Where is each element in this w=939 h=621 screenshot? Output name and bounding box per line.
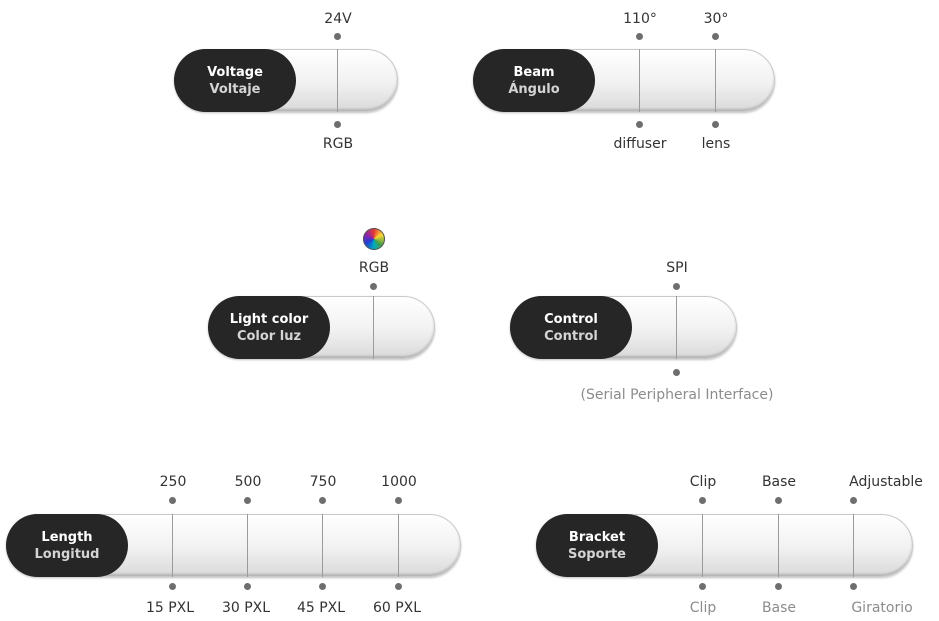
beam-top-dot-2 bbox=[712, 33, 719, 40]
voltage-title-pill: Voltage Voltaje bbox=[174, 49, 296, 112]
control-title-es: Control bbox=[544, 328, 598, 344]
beam-title-es: Ángulo bbox=[508, 81, 560, 97]
control-bottom-dot bbox=[673, 369, 680, 376]
length-bottom-dot-4 bbox=[395, 583, 402, 590]
beam-top-dot-1 bbox=[636, 33, 643, 40]
length-bottom-label-3: 45 PXL bbox=[296, 600, 346, 616]
bracket-top-dot-3 bbox=[850, 497, 857, 504]
bracket-top-dot-1 bbox=[699, 497, 706, 504]
bracket-bottom-dot-2 bbox=[775, 583, 782, 590]
length-bottom-dot-3 bbox=[319, 583, 326, 590]
bracket-bottom-dot-3 bbox=[850, 583, 857, 590]
light-color-title-pill: Light color Color luz bbox=[208, 296, 330, 359]
length-divider-2 bbox=[247, 514, 248, 577]
bracket-top-dot-2 bbox=[775, 497, 782, 504]
length-bottom-label-4: 60 PXL bbox=[372, 600, 422, 616]
light-color-title-en: Light color bbox=[229, 311, 309, 327]
length-top-dot-2 bbox=[244, 497, 251, 504]
bracket-bottom-label-3: Giratorio bbox=[851, 600, 913, 616]
control-top-label: SPI bbox=[666, 260, 688, 276]
bracket-divider-2 bbox=[778, 514, 779, 577]
bracket-divider-1 bbox=[702, 514, 703, 577]
voltage-divider bbox=[337, 49, 338, 112]
control-top-dot bbox=[673, 283, 680, 290]
length-title-pill: Length Longitud bbox=[6, 514, 128, 577]
voltage-top-dot bbox=[334, 33, 341, 40]
beam-divider-1 bbox=[639, 49, 640, 112]
beam-bottom-dot-1 bbox=[636, 121, 643, 128]
light-color-top-label: RGB bbox=[358, 260, 390, 276]
length-divider-3 bbox=[322, 514, 323, 577]
length-top-dot-1 bbox=[169, 497, 176, 504]
length-title-es: Longitud bbox=[34, 546, 100, 562]
beam-top-label-2: 30° bbox=[703, 11, 729, 27]
length-title-en: Length bbox=[41, 529, 93, 545]
control-title-en: Control bbox=[544, 311, 598, 327]
light-color-top-dot bbox=[370, 283, 377, 290]
bracket-title-pill: Bracket Soporte bbox=[536, 514, 658, 577]
control-title-pill: Control Control bbox=[510, 296, 632, 359]
bracket-bottom-label-1: Clip bbox=[689, 600, 717, 616]
length-top-label-4: 1000 bbox=[381, 474, 417, 490]
voltage-title-es: Voltaje bbox=[209, 81, 261, 97]
length-top-dot-4 bbox=[395, 497, 402, 504]
bracket-top-label-2: Base bbox=[761, 474, 797, 490]
beam-title-en: Beam bbox=[513, 64, 555, 80]
bracket-bottom-dot-1 bbox=[699, 583, 706, 590]
length-bottom-dot-1 bbox=[169, 583, 176, 590]
length-divider-4 bbox=[398, 514, 399, 577]
length-divider-1 bbox=[172, 514, 173, 577]
bracket-title-en: Bracket bbox=[568, 529, 626, 545]
length-bottom-dot-2 bbox=[244, 583, 251, 590]
voltage-top-label: 24V bbox=[324, 11, 352, 27]
light-color-title-es: Color luz bbox=[236, 328, 302, 344]
beam-title-pill: Beam Ángulo bbox=[473, 49, 595, 112]
control-bottom-label: (Serial Peripheral Interface) bbox=[580, 387, 774, 403]
bracket-divider-3 bbox=[853, 514, 854, 577]
beam-top-label-1: 110° bbox=[623, 11, 657, 27]
length-top-dot-3 bbox=[319, 497, 326, 504]
length-top-label-2: 500 bbox=[234, 474, 262, 490]
rgb-color-wheel-icon bbox=[363, 228, 385, 250]
beam-bottom-dot-2 bbox=[712, 121, 719, 128]
voltage-bottom-dot bbox=[334, 121, 341, 128]
bracket-top-label-3: Adjustable bbox=[849, 474, 923, 490]
beam-divider-2 bbox=[715, 49, 716, 112]
length-bottom-label-1: 15 PXL bbox=[145, 600, 195, 616]
bracket-top-label-1: Clip bbox=[689, 474, 717, 490]
light-color-divider bbox=[373, 296, 374, 359]
length-bottom-label-2: 30 PXL bbox=[221, 600, 271, 616]
beam-bottom-label-1: diffuser bbox=[613, 136, 667, 152]
beam-bottom-label-2: lens bbox=[701, 136, 731, 152]
voltage-title-en: Voltage bbox=[207, 64, 263, 80]
length-top-label-3: 750 bbox=[309, 474, 337, 490]
control-divider bbox=[676, 296, 677, 359]
voltage-bottom-label: RGB bbox=[322, 136, 354, 152]
length-top-label-1: 250 bbox=[159, 474, 187, 490]
bracket-bottom-label-2: Base bbox=[761, 600, 797, 616]
bracket-title-es: Soporte bbox=[568, 546, 626, 562]
